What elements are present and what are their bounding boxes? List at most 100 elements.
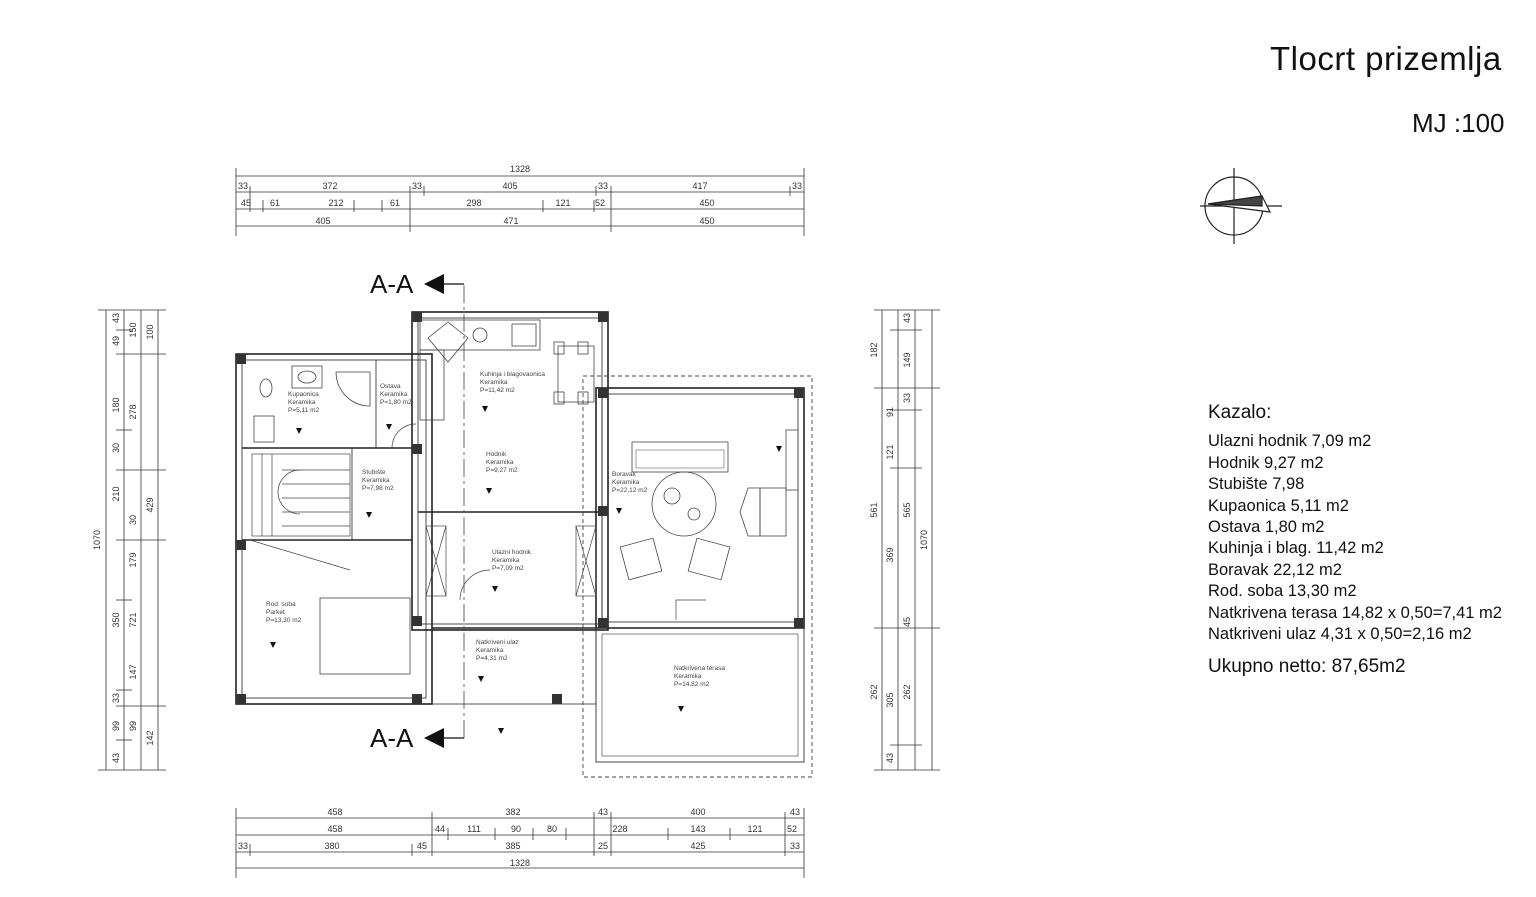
dim-label: 52: [595, 198, 605, 208]
room-label-ulazni-hodnik: Ulazni hodnik Keramika P=7,09 m2: [492, 549, 532, 572]
dim-label: 450: [699, 198, 714, 208]
legend-item: Kupaonica 5,11 m2: [1208, 496, 1349, 515]
legend-total: Ukupno netto: 87,65m2: [1208, 656, 1406, 678]
dim-bottom-total: 1328: [510, 858, 530, 868]
dim-label: 150: [128, 322, 138, 337]
doors: [391, 423, 706, 620]
svg-text:P=13,30 m2: P=13,30 m2: [266, 617, 302, 624]
dim-label: 33: [790, 841, 800, 851]
room-label-kupaonica: Kupaonica Keramika P=5,11 m2: [288, 391, 320, 414]
svg-text:Boravak: Boravak: [612, 471, 637, 478]
dim-label: 380: [324, 841, 339, 851]
dim-label: 210: [111, 486, 121, 501]
svg-text:P=11,42 m2: P=11,42 m2: [480, 387, 515, 394]
svg-text:Keramika: Keramika: [492, 557, 520, 564]
dim-label: 33: [238, 181, 248, 191]
room-label-stubiste: Stubište Keramika P=7,98 m2: [362, 469, 394, 492]
legend-item: Ulazni hodnik 7,09 m2: [1208, 432, 1372, 451]
section-label-top: A-A: [370, 269, 414, 299]
dim-left-total: 1070: [92, 530, 102, 550]
dim-label: 429: [145, 497, 155, 512]
room-label-natkriveni-ulaz: Natkriveni ulaz Keramika P=4,31 m2: [476, 639, 519, 662]
legend-heading: Kazalo:: [1208, 402, 1272, 423]
dim-label: 298: [466, 198, 481, 208]
dim-label: 45: [241, 198, 251, 208]
legend-item: Ostava 1,80 m2: [1208, 518, 1325, 537]
room-label-kuhinja: Kuhinja i blagovaonica Keramika P=11,42 …: [480, 371, 545, 394]
svg-text:P=14,82 m2: P=14,82 m2: [674, 681, 710, 688]
svg-text:Natkrivena terasa: Natkrivena terasa: [674, 665, 725, 672]
columns: [236, 312, 804, 704]
dim-label: 369: [885, 547, 895, 562]
svg-text:Keramika: Keramika: [380, 391, 408, 398]
dim-label: 61: [390, 198, 400, 208]
dim-label: 405: [502, 181, 517, 191]
legend-item: Hodnik 9,27 m2: [1208, 453, 1324, 472]
svg-text:P=7,09 m2: P=7,09 m2: [492, 565, 524, 572]
room-label-hodnik: Hodnik Keramika P=9,27 m2: [486, 451, 518, 474]
svg-text:Stubište: Stubište: [362, 469, 386, 476]
dim-label: 561: [869, 502, 879, 517]
section-label-bottom: A-A: [370, 723, 414, 753]
dim-label: 91: [885, 407, 895, 417]
svg-text:Rod. soba: Rod. soba: [266, 601, 296, 608]
dim-label: 721: [128, 612, 138, 627]
dim-label: 278: [128, 404, 138, 419]
legend-item: Kuhinja i blag. 11,42 m2: [1208, 539, 1384, 558]
dim-label: 121: [885, 444, 895, 459]
dimension-left: 1070 43 49 150 180 30 210 30 179 350 147…: [92, 309, 166, 771]
dim-label: 33: [238, 841, 248, 851]
dim-label: 43: [111, 313, 121, 323]
dim-label: 228: [612, 824, 627, 834]
legend-item: Stubište 7,98: [1208, 475, 1305, 494]
staircase: [249, 453, 351, 571]
legend-item: Natkrivena terasa 14,82 x 0,50=7,41 m2: [1208, 603, 1502, 622]
dim-label: 44: [435, 824, 445, 834]
dim-label: 458: [327, 824, 342, 834]
dim-label: 43: [598, 807, 608, 817]
room-label-boravak: Boravak Keramika P=22,12 m2: [612, 471, 648, 494]
dim-label: 565: [902, 502, 912, 517]
dim-label: 33: [792, 181, 802, 191]
legend-item: Rod. soba 13,30 m2: [1208, 582, 1357, 601]
dim-label: 305: [885, 692, 895, 707]
svg-text:P=9,27 m2: P=9,27 m2: [486, 467, 518, 474]
dim-label: 182: [869, 342, 879, 357]
svg-text:P=4,31 m2: P=4,31 m2: [476, 655, 508, 662]
svg-text:Ulazni hodnik: Ulazni hodnik: [492, 549, 532, 556]
bathroom-fixtures: [253, 365, 371, 443]
svg-text:Natkriveni ulaz: Natkriveni ulaz: [476, 639, 519, 646]
dim-label: 262: [902, 684, 912, 699]
terrace-floor: [595, 627, 805, 763]
room-label-natkrivena-terasa: Natkrivena terasa Keramika P=14,82 m2: [674, 665, 725, 688]
svg-text:Kupaonica: Kupaonica: [288, 391, 319, 398]
svg-text:Keramika: Keramika: [476, 647, 504, 654]
dim-label: 458: [327, 807, 342, 817]
dim-top-total: 1328: [510, 164, 530, 174]
level-markers: [270, 406, 782, 734]
dim-label: 142: [145, 730, 155, 745]
dim-label: 121: [747, 824, 762, 834]
dim-label: 100: [145, 324, 155, 339]
svg-text:P=7,98 m2: P=7,98 m2: [362, 485, 394, 492]
legend-item: Boravak 22,12 m2: [1208, 560, 1342, 579]
bedroom-bed: [319, 597, 411, 675]
drawing-scale: MJ :100: [1412, 108, 1505, 138]
dim-label: 80: [547, 824, 557, 834]
svg-text:Ostava: Ostava: [380, 383, 401, 390]
dim-label: 382: [505, 807, 520, 817]
room-label-rod-soba: Rod. soba Parket P=13,30 m2: [266, 601, 302, 624]
dim-label: 33: [902, 393, 912, 403]
dim-label: 385: [505, 841, 520, 851]
dim-label: 33: [111, 693, 121, 703]
dim-label: 61: [270, 198, 280, 208]
room-labels: Kupaonica Keramika P=5,11 m2 Ostava Kera…: [266, 371, 725, 688]
dim-label: 143: [690, 824, 705, 834]
dim-label: 212: [328, 198, 343, 208]
dim-right-total: 1070: [919, 530, 929, 550]
section-line: A-A A-A: [370, 269, 465, 753]
dim-label: 90: [511, 824, 521, 834]
dimension-bottom: 458 382 43 400 43 458 44 111 90 80 228 1…: [235, 807, 805, 878]
dim-label: 450: [699, 216, 714, 226]
dim-label: 405: [315, 216, 330, 226]
